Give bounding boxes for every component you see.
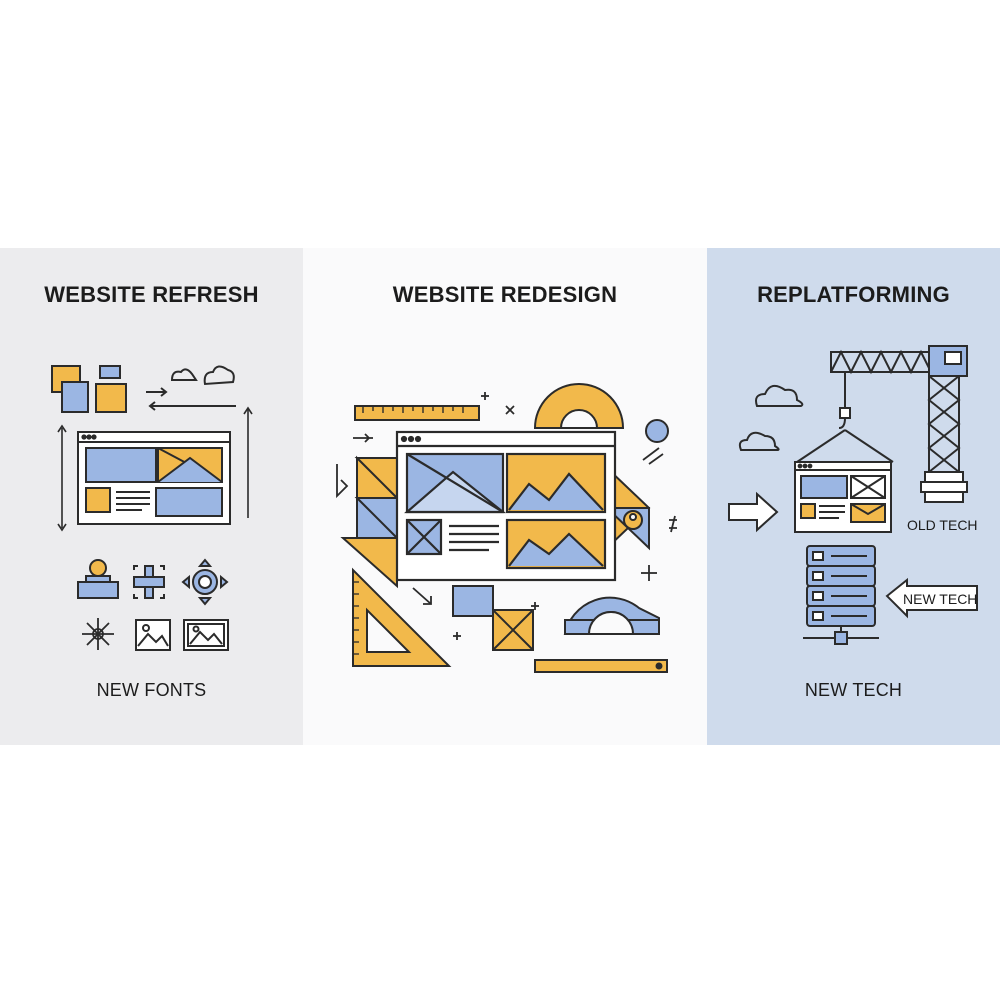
panel-caption: NEW TECH <box>804 680 903 700</box>
panel-title: WEBSITE REDESIGN <box>392 282 618 307</box>
refresh-illustration <box>51 365 253 651</box>
image-icon <box>135 619 171 651</box>
browser-wireframe-icon <box>794 461 892 533</box>
target-icon <box>181 558 229 606</box>
panel-title: WEBSITE REFRESH <box>44 282 259 307</box>
new-tech-tag-label: NEW TECH <box>903 591 977 607</box>
crane-icon <box>796 345 968 503</box>
browser-wireframe-icon <box>77 431 231 525</box>
guide-lines <box>57 406 253 532</box>
sparkle-icons <box>336 392 677 640</box>
redesign-illustration <box>336 383 677 673</box>
cloud-icon <box>170 365 235 386</box>
move-icon <box>133 565 165 599</box>
arrow-left-icon <box>885 577 978 619</box>
triangle-shapes <box>340 455 400 589</box>
ruler-icon <box>534 659 668 673</box>
circle-icon <box>645 419 669 443</box>
panel-website-redesign: WEBSITE REDESIGN <box>303 248 707 745</box>
ruler-icon <box>354 405 480 421</box>
protractor-icon <box>533 383 625 429</box>
layout-blocks-icon <box>51 365 127 413</box>
old-tech-label: OLD TECH <box>907 517 978 533</box>
user-icon <box>77 559 119 599</box>
browser-wireframe-icon <box>395 430 617 582</box>
panel-website-refresh: WEBSITE REFRESH <box>0 248 303 745</box>
triangle-ruler-icon <box>352 567 452 667</box>
panel-caption: NEW FONTS <box>96 680 207 700</box>
arrow-icon <box>412 587 432 605</box>
server-stack-icon <box>803 545 879 645</box>
panel-replatforming: REPLATFORMING <box>707 248 1000 745</box>
image-frame-icon <box>183 619 229 651</box>
arrow-right-icon <box>728 491 779 533</box>
protractor-icon <box>563 596 660 635</box>
shadow-shapes <box>452 585 534 651</box>
snowflake-icon <box>82 618 114 650</box>
arrow-icon <box>146 387 236 411</box>
panel-title: REPLATFORMING <box>757 282 950 307</box>
cloud-icon <box>738 384 804 451</box>
replatforming-illustration: OLD TECH <box>728 345 978 645</box>
